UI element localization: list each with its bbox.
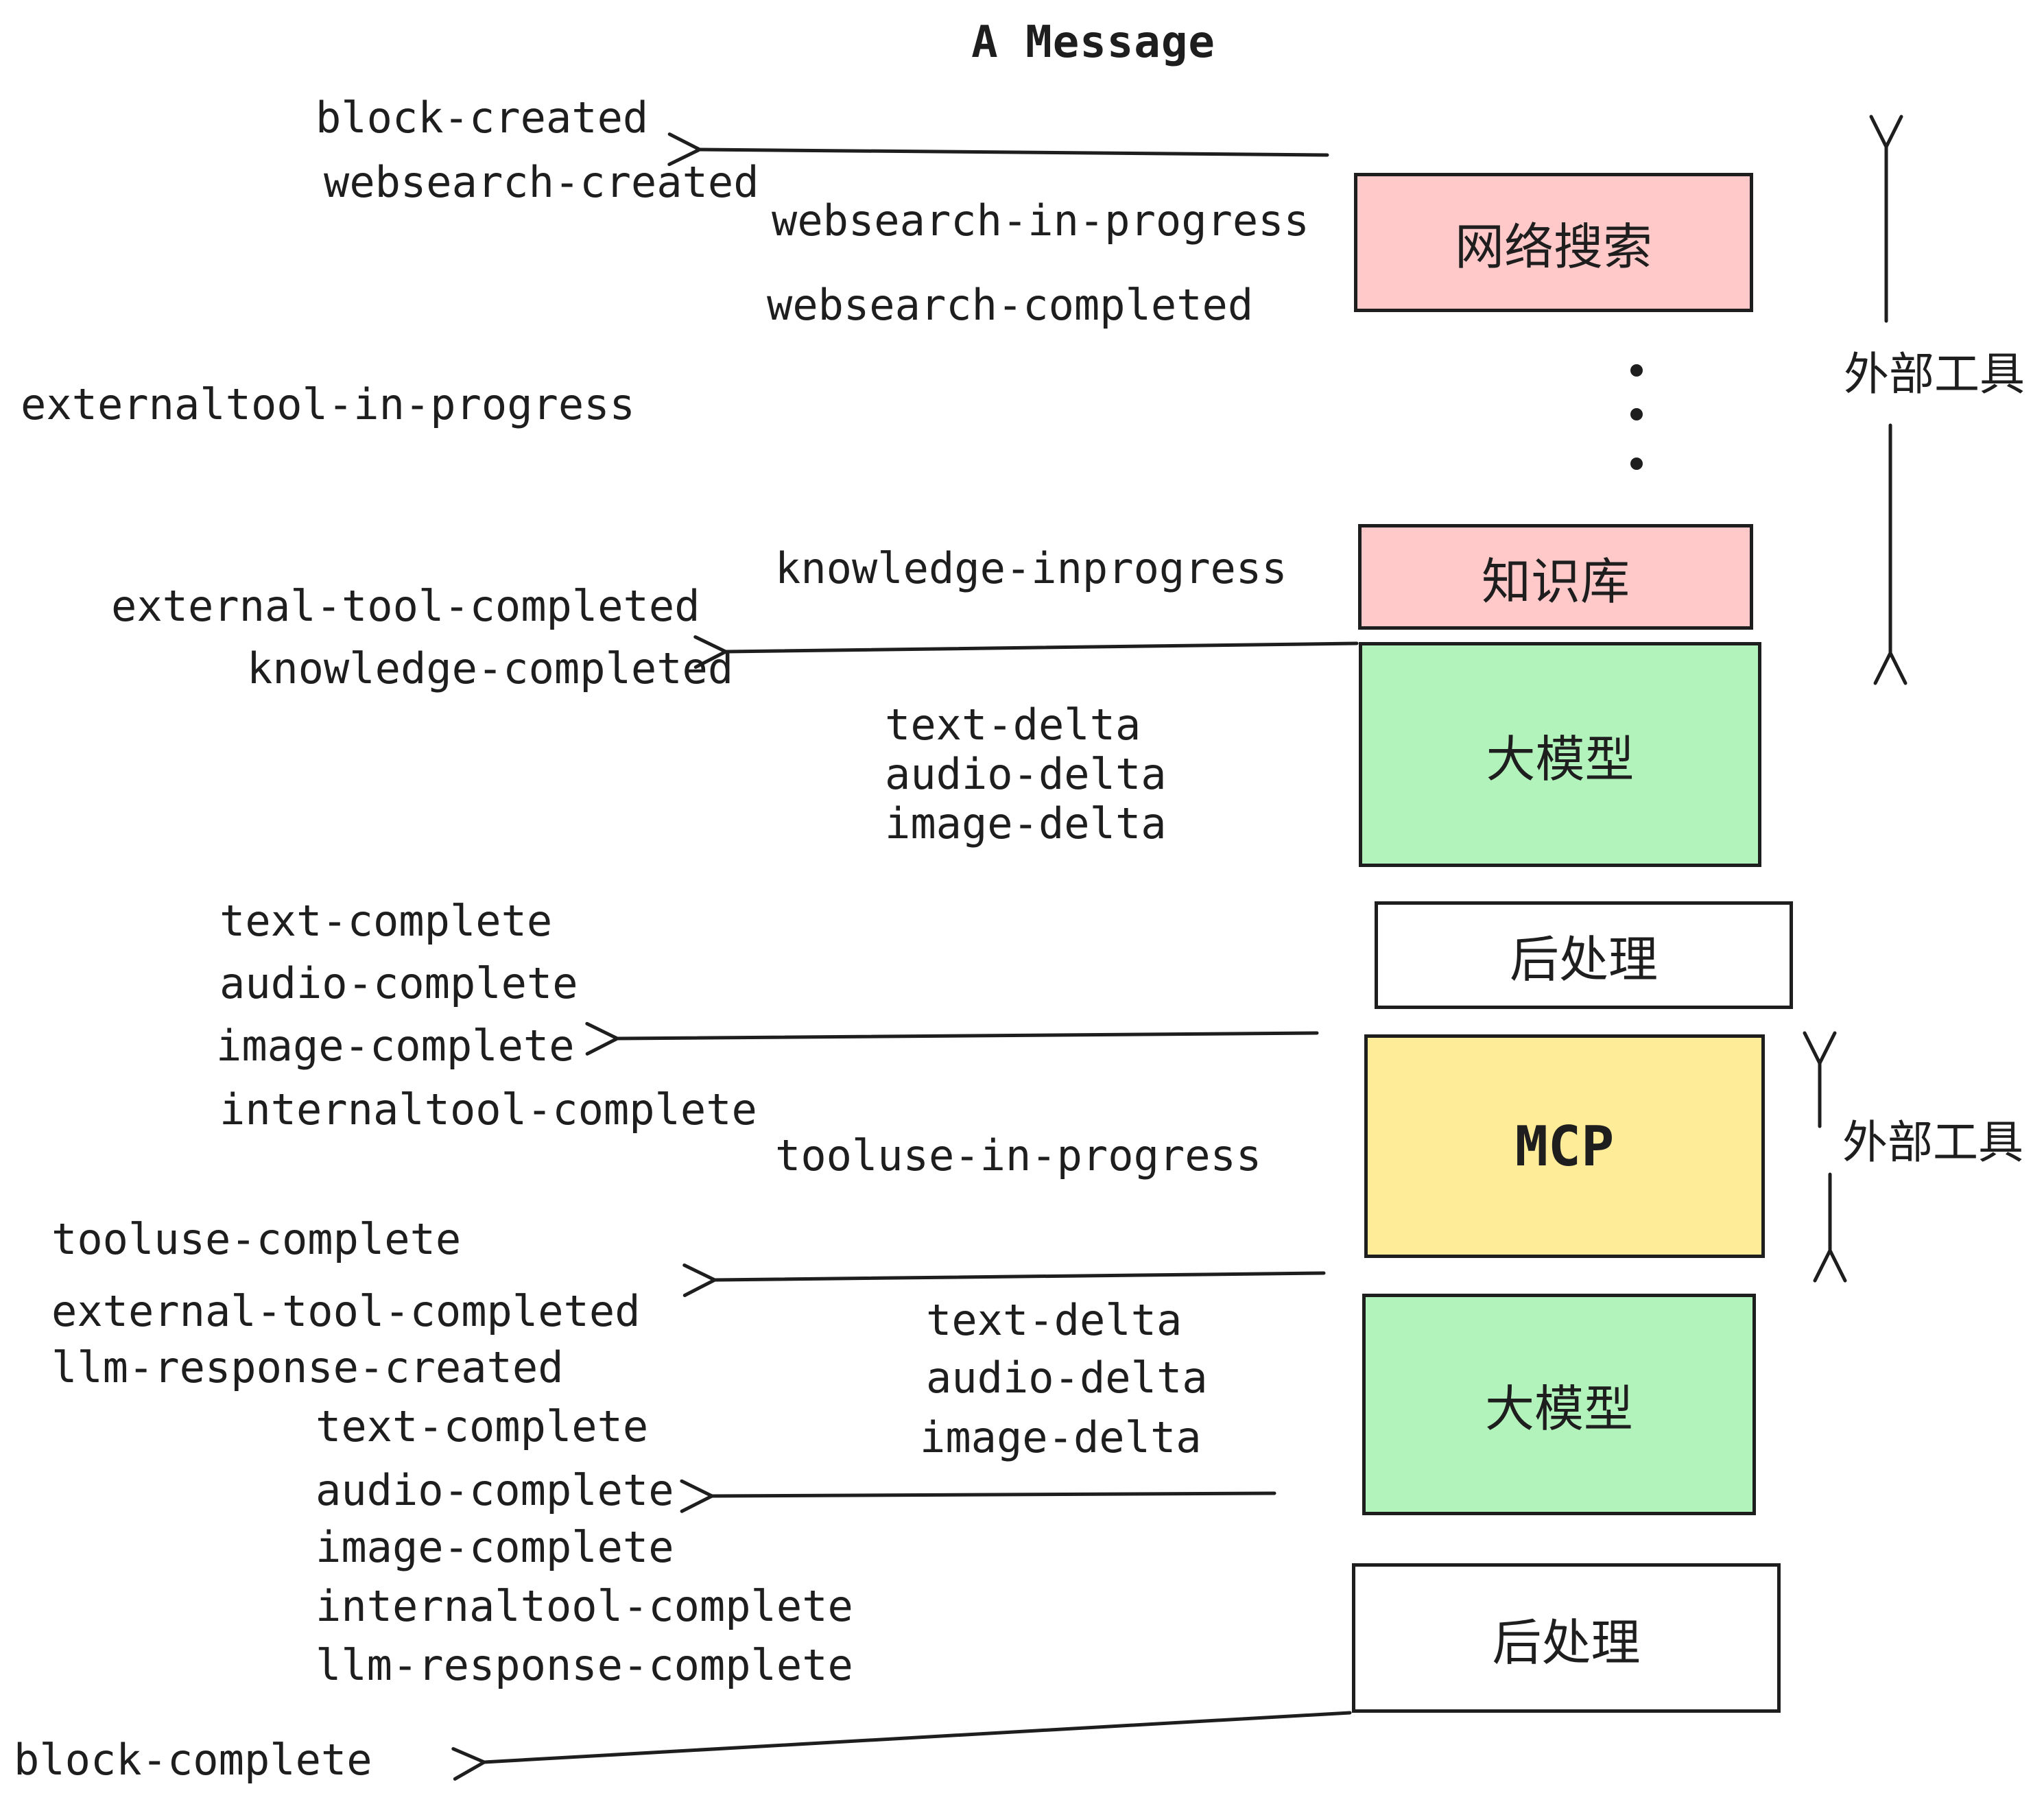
- event-label: block-complete: [14, 1735, 372, 1785]
- event-label: audio-delta: [926, 1353, 1208, 1403]
- node-label: 后处理: [1492, 1613, 1641, 1672]
- event-label: internaltool-complete: [316, 1581, 853, 1631]
- node-websearch: 网络搜索: [1354, 173, 1753, 312]
- event-label: websearch-in-progress: [772, 195, 1309, 246]
- flow-arrow: [693, 635, 1359, 669]
- event-label: knowledge-completed: [247, 643, 734, 693]
- event-label: audio-delta: [885, 749, 1167, 799]
- node-llm-1: 大模型: [1359, 642, 1761, 867]
- event-label: websearch-created: [324, 157, 759, 207]
- node-label: 知识库: [1481, 552, 1630, 610]
- node-label: 网络搜索: [1454, 218, 1652, 276]
- node-label: MCP: [1514, 1114, 1615, 1178]
- flow-arrow: [682, 1263, 1326, 1297]
- event-label: tooluse-complete: [51, 1214, 462, 1264]
- event-label: text-delta: [885, 700, 1141, 750]
- event-label: tooluse-in-progress: [775, 1130, 1262, 1180]
- event-label: audio-complete: [219, 958, 578, 1008]
- event-label: external-tool-completed: [51, 1286, 641, 1336]
- event-label: websearch-completed: [767, 280, 1254, 330]
- node-label: 大模型: [1486, 730, 1635, 788]
- node-label: 后处理: [1509, 931, 1658, 988]
- event-label: image-delta: [885, 798, 1167, 848]
- ellipsis-dot: [1630, 408, 1643, 420]
- flow-arrow: [680, 1479, 1276, 1513]
- event-label: knowledge-inprogress: [775, 543, 1287, 593]
- node-mcp: MCP: [1364, 1034, 1765, 1258]
- event-label: external-tool-completed: [111, 581, 700, 631]
- node-postprocess-1: 后处理: [1375, 901, 1793, 1009]
- ellipsis-dot: [1630, 364, 1643, 377]
- event-label: image-complete: [216, 1021, 575, 1071]
- ellipsis-dot: [1630, 458, 1643, 470]
- event-label: internaltool-complete: [219, 1084, 757, 1135]
- event-label: text-complete: [316, 1401, 649, 1451]
- side-annotation-label-external-tools-1: 外部工具: [1844, 348, 2025, 401]
- side-annotation-label-external-tools-2: 外部工具: [1842, 1116, 2023, 1169]
- flow-arrow: [585, 1021, 1319, 1056]
- flow-arrow: [451, 1711, 1352, 1781]
- node-knowledge-base: 知识库: [1358, 524, 1753, 630]
- event-label: audio-complete: [316, 1465, 674, 1515]
- node-label: 大模型: [1484, 1380, 1633, 1438]
- flow-arrow: [667, 132, 1329, 167]
- node-llm-2: 大模型: [1362, 1294, 1756, 1515]
- event-label: llm-response-created: [51, 1342, 564, 1392]
- event-label: image-complete: [316, 1522, 674, 1572]
- event-label: text-complete: [219, 896, 553, 946]
- node-postprocess-2: 后处理: [1352, 1563, 1781, 1713]
- event-label: block-created: [316, 93, 649, 143]
- event-label: llm-response-complete: [316, 1640, 853, 1690]
- diagram-title: A Message: [971, 17, 1215, 68]
- event-label: text-delta: [926, 1295, 1183, 1345]
- event-label: image-delta: [920, 1412, 1202, 1462]
- event-label: externaltool-in-progress: [21, 379, 635, 429]
